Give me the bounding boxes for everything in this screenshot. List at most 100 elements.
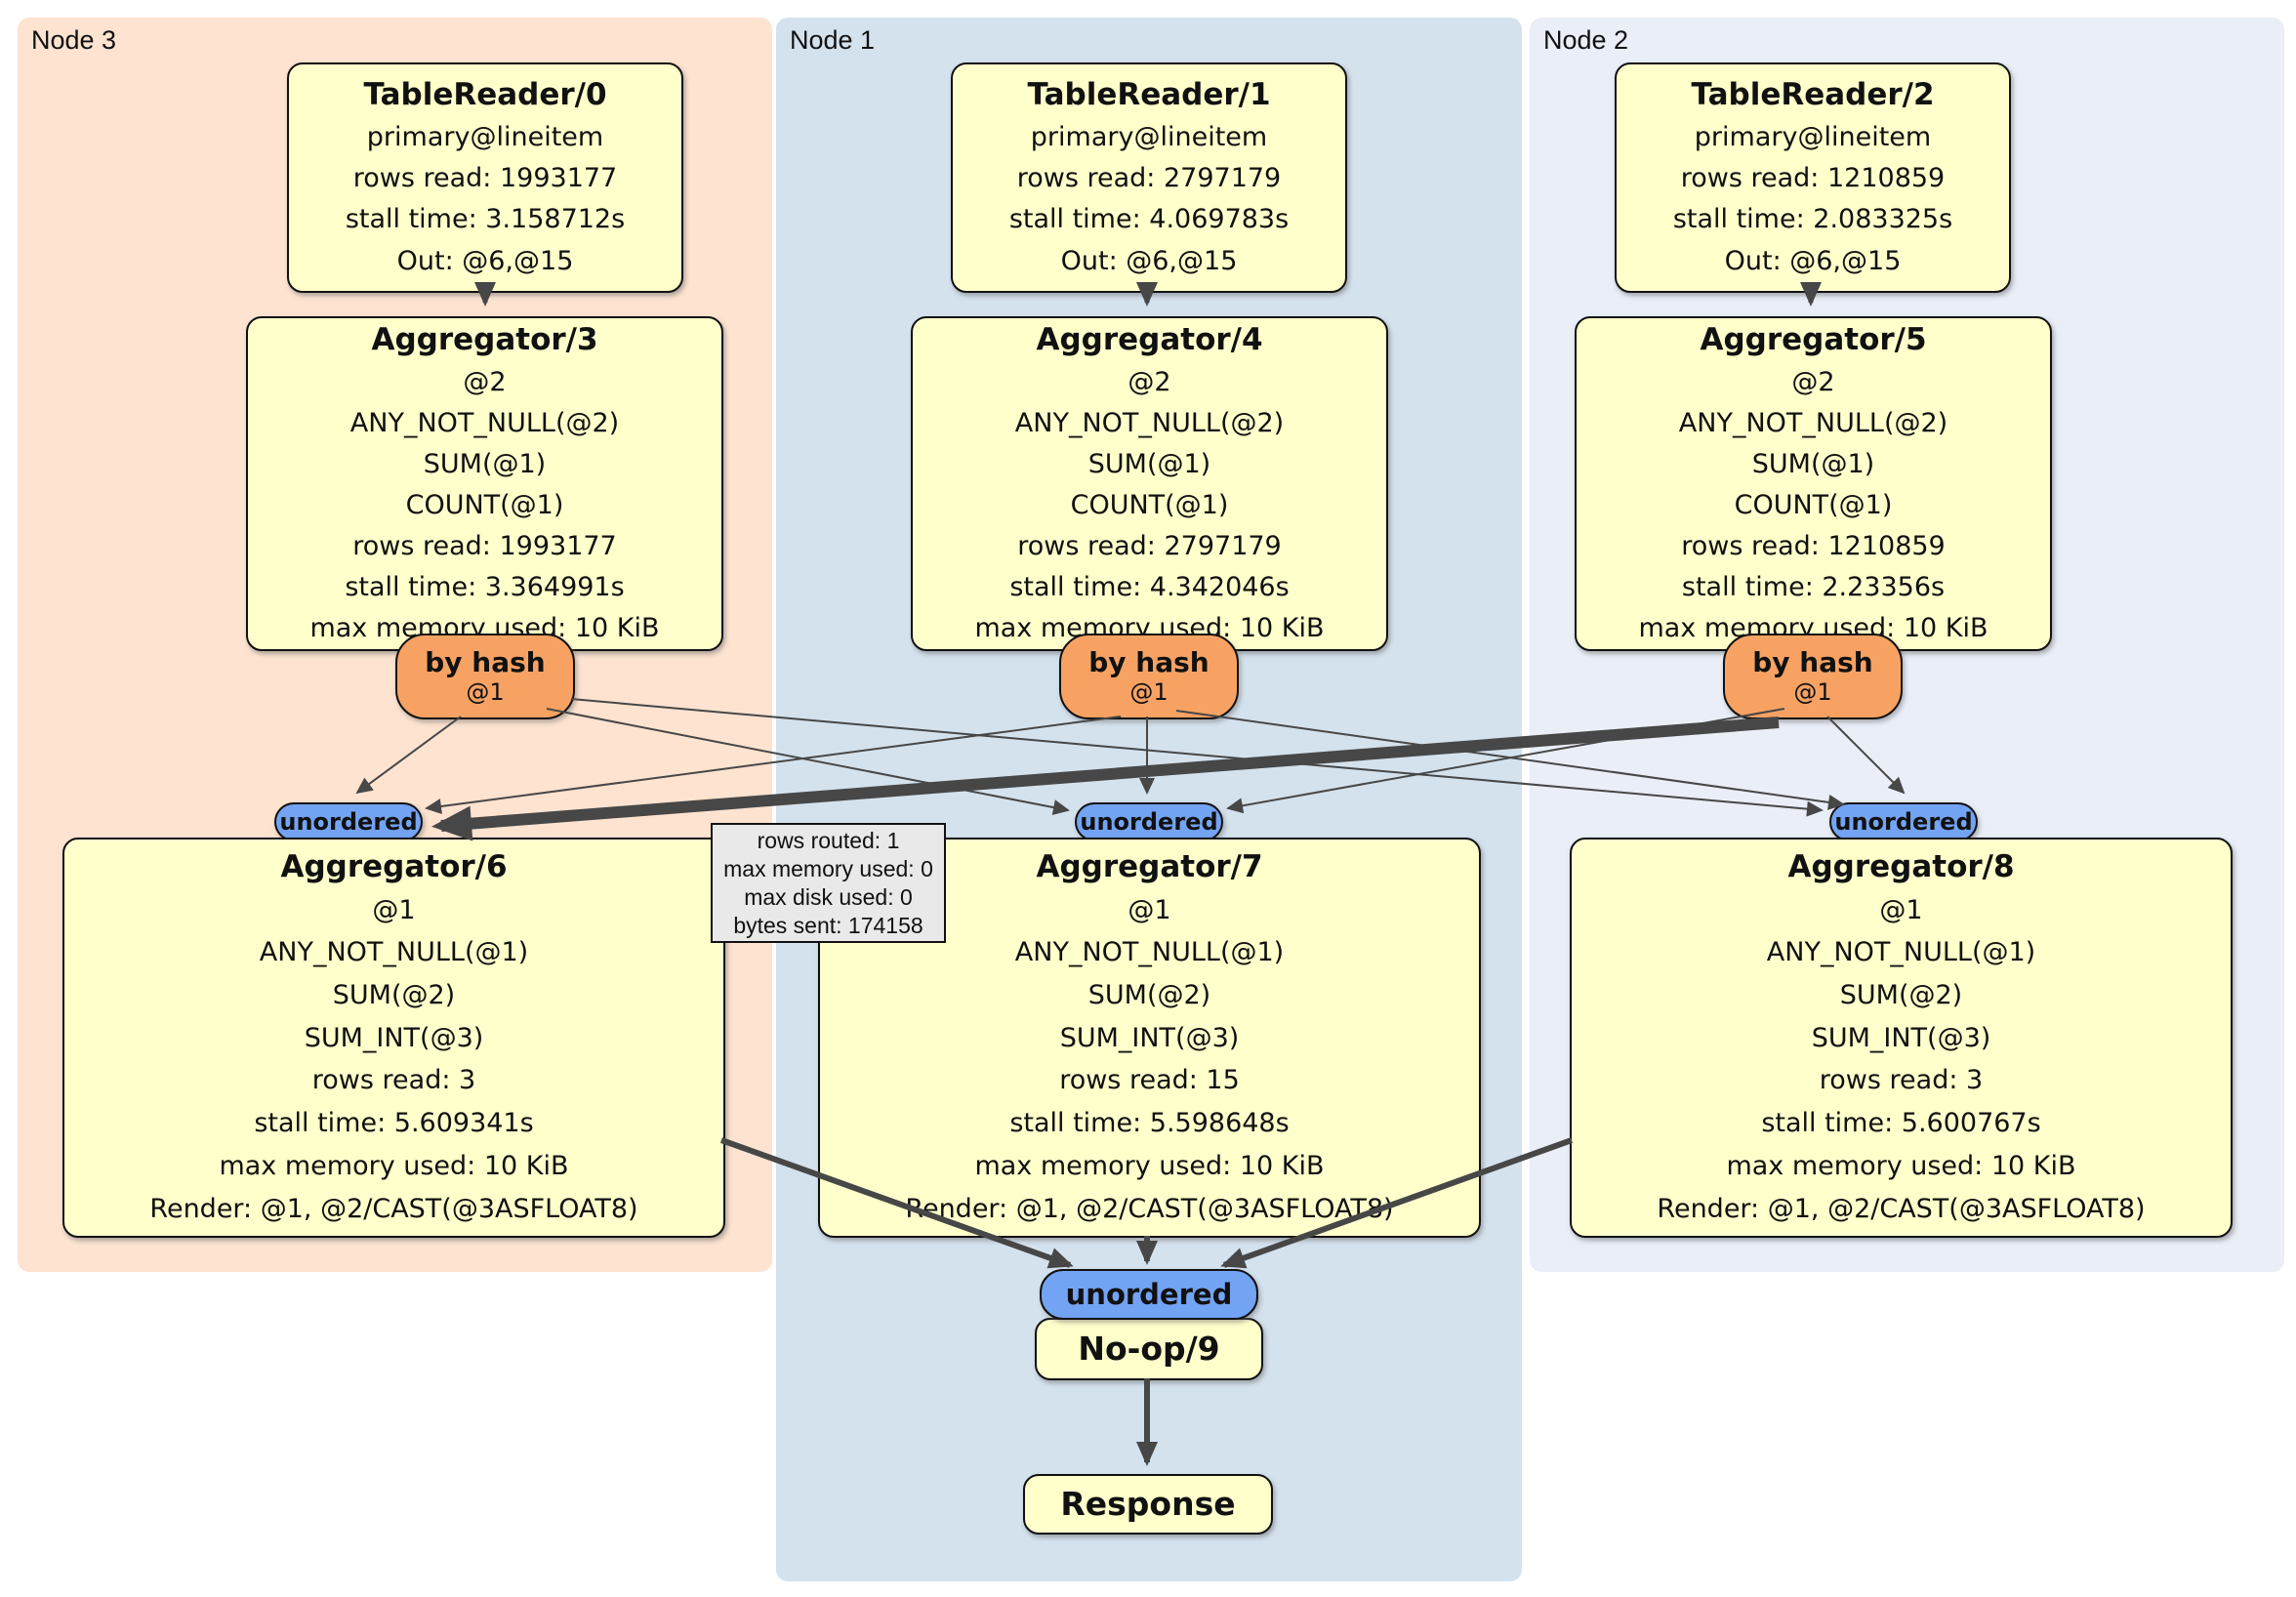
router-label: by hash bbox=[1088, 645, 1210, 678]
node-detail: max memory used: 10 KiB bbox=[974, 1150, 1325, 1181]
node-detail: COUNT(@1) bbox=[405, 489, 564, 520]
router-label: by hash bbox=[1752, 645, 1873, 678]
node-detail: SUM(@2) bbox=[332, 980, 456, 1010]
node-detail: SUM(@2) bbox=[1087, 980, 1211, 1010]
node-detail: @1 bbox=[372, 894, 416, 925]
region-node3-label: Node 3 bbox=[31, 25, 117, 55]
router-by-hash-node3: by hash @1 bbox=[395, 634, 575, 719]
node-detail: rows read: 2797179 bbox=[1017, 531, 1282, 562]
node-detail: SUM_INT(@3) bbox=[1059, 1022, 1240, 1053]
router-key: @1 bbox=[1129, 678, 1168, 707]
node-detail: SUM(@1) bbox=[423, 448, 547, 479]
node-detail: Out: @6,@15 bbox=[1724, 245, 1902, 276]
node-title: Aggregator/6 bbox=[280, 848, 508, 884]
node-detail: rows read: 3 bbox=[311, 1065, 476, 1096]
node-detail: max memory used: 10 KiB bbox=[219, 1150, 569, 1181]
node-detail: Out: @6,@15 bbox=[1060, 245, 1238, 276]
node-detail: SUM(@1) bbox=[1751, 448, 1875, 479]
stream-stats-tooltip: rows routed: 1 max memory used: 0 max di… bbox=[711, 823, 946, 943]
node-detail: Render: @1, @2/CAST(@3ASFLOAT8) bbox=[905, 1193, 1394, 1224]
node-detail: Render: @1, @2/CAST(@3ASFLOAT8) bbox=[149, 1193, 638, 1224]
node-detail: rows read: 2797179 bbox=[1016, 163, 1282, 194]
sync-unordered-final: unordered bbox=[1040, 1269, 1258, 1320]
sync-label: unordered bbox=[1834, 808, 1973, 836]
sync-unordered-node1: unordered bbox=[1075, 802, 1223, 841]
node-detail: stall time: 5.598648s bbox=[1009, 1108, 1290, 1139]
node-detail: max memory used: 10 KiB bbox=[1726, 1150, 2076, 1181]
node-aggregator-5: Aggregator/5 @2 ANY_NOT_NULL(@2) SUM(@1)… bbox=[1575, 316, 2052, 651]
router-by-hash-node1: by hash @1 bbox=[1059, 634, 1239, 719]
node-title: No-op/9 bbox=[1078, 1330, 1220, 1369]
node-title: Response bbox=[1060, 1485, 1236, 1524]
tooltip-line: bytes sent: 174158 bbox=[733, 912, 923, 938]
node-detail: @2 bbox=[1128, 366, 1171, 397]
node-detail: stall time: 3.364991s bbox=[345, 572, 625, 603]
node-detail: stall time: 5.609341s bbox=[254, 1108, 534, 1139]
tooltip-line: max disk used: 0 bbox=[744, 883, 913, 910]
tooltip-line: rows routed: 1 bbox=[757, 827, 900, 853]
node-detail: SUM_INT(@3) bbox=[1811, 1022, 1991, 1053]
router-label: by hash bbox=[425, 645, 546, 678]
node-title: Aggregator/5 bbox=[1700, 321, 1927, 357]
node-aggregator-6: Aggregator/6 @1 ANY_NOT_NULL(@1) SUM(@2)… bbox=[62, 838, 725, 1238]
node-detail: COUNT(@1) bbox=[1070, 489, 1229, 520]
node-detail: ANY_NOT_NULL(@2) bbox=[1014, 407, 1285, 438]
node-detail: @2 bbox=[463, 366, 507, 397]
node-detail: stall time: 4.069783s bbox=[1008, 204, 1290, 235]
router-key: @1 bbox=[1793, 678, 1832, 707]
sync-unordered-node3: unordered bbox=[274, 802, 423, 841]
router-by-hash-node2: by hash @1 bbox=[1723, 634, 1903, 719]
node-tablereader-1: TableReader/1 primary@lineitem rows read… bbox=[951, 62, 1347, 293]
node-detail: rows read: 15 bbox=[1059, 1065, 1240, 1096]
node-title: Aggregator/3 bbox=[371, 321, 598, 357]
router-key: @1 bbox=[466, 678, 505, 707]
node-detail: ANY_NOT_NULL(@1) bbox=[259, 937, 529, 968]
sync-label: unordered bbox=[1065, 1277, 1233, 1311]
node-aggregator-8: Aggregator/8 @1 ANY_NOT_NULL(@1) SUM(@2)… bbox=[1570, 838, 2233, 1238]
node-title: TableReader/1 bbox=[1027, 77, 1271, 113]
node-aggregator-3: Aggregator/3 @2 ANY_NOT_NULL(@2) SUM(@1)… bbox=[246, 316, 723, 651]
region-node2-label: Node 2 bbox=[1543, 25, 1629, 55]
node-detail: SUM_INT(@3) bbox=[304, 1022, 484, 1053]
node-detail: primary@lineitem bbox=[366, 122, 604, 153]
node-detail: rows read: 1993177 bbox=[352, 531, 617, 562]
node-detail: primary@lineitem bbox=[1030, 122, 1268, 153]
tooltip-line: max memory used: 0 bbox=[723, 855, 933, 881]
node-detail: SUM(@1) bbox=[1087, 448, 1211, 479]
sync-unordered-node2: unordered bbox=[1829, 802, 1978, 841]
node-title: Aggregator/8 bbox=[1787, 848, 2015, 884]
node-detail: rows read: 1210859 bbox=[1681, 531, 1946, 562]
node-title: TableReader/2 bbox=[1691, 77, 1935, 113]
node-detail: rows read: 1210859 bbox=[1680, 163, 1946, 194]
node-detail: stall time: 2.23356s bbox=[1681, 572, 1946, 603]
node-detail: rows read: 1993177 bbox=[352, 163, 618, 194]
node-detail: rows read: 3 bbox=[1819, 1065, 1984, 1096]
node-detail: @2 bbox=[1791, 366, 1835, 397]
node-detail: ANY_NOT_NULL(@1) bbox=[1014, 937, 1285, 968]
sync-label: unordered bbox=[1080, 808, 1218, 836]
node-detail: ANY_NOT_NULL(@1) bbox=[1766, 937, 2036, 968]
node-detail: @1 bbox=[1879, 894, 1923, 925]
node-detail: ANY_NOT_NULL(@2) bbox=[349, 407, 620, 438]
node-tablereader-0: TableReader/0 primary@lineitem rows read… bbox=[287, 62, 683, 293]
node-detail: stall time: 4.342046s bbox=[1009, 572, 1290, 603]
node-detail: Out: @6,@15 bbox=[396, 245, 574, 276]
node-detail: @1 bbox=[1128, 894, 1171, 925]
node-noop-9: No-op/9 bbox=[1035, 1318, 1263, 1380]
node-detail: Render: @1, @2/CAST(@3ASFLOAT8) bbox=[1657, 1193, 2146, 1224]
node-tablereader-2: TableReader/2 primary@lineitem rows read… bbox=[1615, 62, 2011, 293]
sync-label: unordered bbox=[279, 808, 418, 836]
region-node1-label: Node 1 bbox=[790, 25, 876, 55]
node-detail: ANY_NOT_NULL(@2) bbox=[1678, 407, 1948, 438]
node-title: Aggregator/7 bbox=[1036, 848, 1263, 884]
node-detail: SUM(@2) bbox=[1839, 980, 1963, 1010]
node-aggregator-4: Aggregator/4 @2 ANY_NOT_NULL(@2) SUM(@1)… bbox=[911, 316, 1388, 651]
node-title: TableReader/0 bbox=[363, 77, 607, 113]
node-detail: COUNT(@1) bbox=[1734, 489, 1893, 520]
node-title: Aggregator/4 bbox=[1036, 321, 1263, 357]
node-detail: stall time: 3.158712s bbox=[345, 204, 626, 235]
node-detail: stall time: 2.083325s bbox=[1672, 204, 1953, 235]
node-detail: stall time: 5.600767s bbox=[1761, 1108, 2041, 1139]
node-response: Response bbox=[1023, 1474, 1273, 1535]
